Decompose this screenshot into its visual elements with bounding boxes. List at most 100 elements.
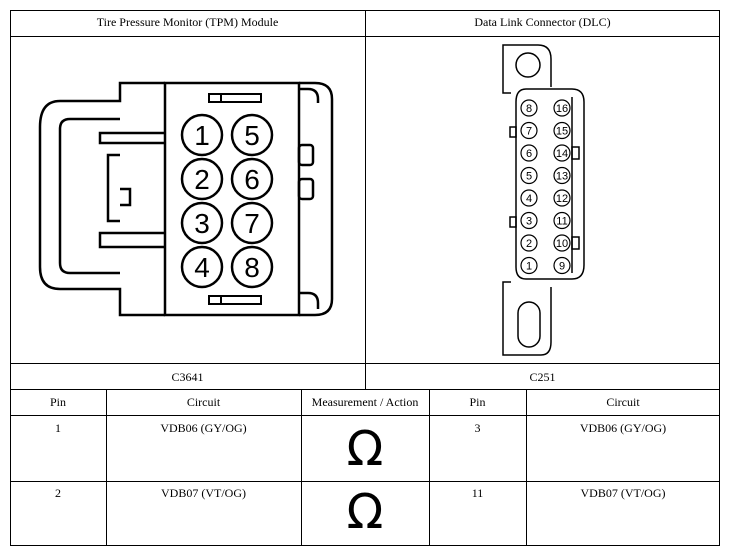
connector-pin: 14 — [553, 144, 571, 162]
pin-number: 8 — [526, 103, 532, 115]
dlc-connector-id: C251 — [529, 370, 556, 384]
pin-number: 8 — [244, 252, 260, 283]
divider — [526, 389, 527, 546]
pin-circle — [553, 99, 571, 117]
connector-pin: 15 — [553, 121, 571, 140]
pin-circle — [180, 201, 224, 245]
tpm-module-title: Tire Pressure Monitor (TPM) Module — [96, 15, 279, 29]
pin-circle — [230, 113, 274, 157]
pin-number: 16 — [556, 103, 568, 115]
pin-number: 2 — [526, 238, 532, 250]
pin-number: 14 — [556, 148, 568, 160]
pin-number: 6 — [526, 148, 532, 160]
table-row-2-circuit-b: VDB07 (VT/OG) — [580, 486, 666, 500]
table-row-2-pin-a: 2 — [55, 486, 61, 500]
connector-pin: 7 — [520, 121, 538, 140]
connector-pin: 4 — [520, 189, 538, 207]
connector-pin: 12 — [553, 189, 571, 207]
table-row-1-pin-a: 1 — [55, 421, 61, 435]
divider — [365, 10, 366, 390]
connector-pin: 10 — [553, 234, 571, 252]
table-row-1-pin-b: 3 — [474, 421, 481, 435]
table-row-2-pin-b: 11 — [471, 486, 484, 500]
connector-pin: 3 — [180, 201, 224, 245]
pin-number: 1 — [526, 260, 532, 272]
connector-pin: 5 — [520, 166, 538, 185]
pin-number: 6 — [244, 164, 260, 195]
pin-number: 15 — [556, 125, 568, 137]
pin-circle — [553, 144, 571, 162]
divider — [106, 389, 107, 546]
header-circuit-b: Circuit — [606, 395, 640, 409]
pin-circle — [553, 234, 571, 252]
connector-pin: 6 — [230, 157, 274, 201]
pin-circle — [520, 99, 538, 117]
ohm-symbol: Ω — [346, 484, 384, 540]
connector-pin: 13 — [553, 166, 571, 185]
pin-circle — [553, 211, 571, 230]
pin-number: 11 — [556, 215, 567, 227]
table-row-1-circuit-a: VDB06 (GY/OG) — [160, 421, 247, 435]
pin-number: 13 — [556, 170, 568, 182]
connector-pin: 8 — [520, 99, 538, 117]
header-pin-b: Pin — [469, 395, 486, 409]
pin-number: 4 — [526, 193, 532, 205]
pin-circle — [230, 245, 274, 289]
connector-pin: 1 — [180, 113, 224, 157]
connector-pin: 3 — [520, 211, 538, 230]
tpm-connector-id: C3641 — [171, 370, 204, 384]
table-row-1-circuit-b: VDB06 (GY/OG) — [579, 421, 667, 435]
connector-pin: 5 — [230, 113, 274, 157]
pin-circle — [230, 201, 274, 245]
dlc-connector-diagram: 8 16 7 15 6 14 5 13 4 12 3 11 2 10 1 9 — [502, 44, 585, 356]
pin-number: 5 — [526, 170, 532, 182]
ohm-symbol: Ω — [346, 421, 384, 477]
header-pin-a: Pin — [49, 395, 66, 409]
divider — [301, 389, 302, 546]
pin-number: 3 — [526, 215, 532, 227]
connector-pin: 6 — [520, 144, 538, 162]
pin-circle — [553, 189, 571, 207]
pin-circle — [520, 121, 538, 140]
pin-number: 12 — [556, 193, 568, 205]
pin-circle — [180, 157, 224, 201]
connector-pin: 8 — [230, 245, 274, 289]
header-measurement: Measurement / Action — [311, 395, 419, 409]
divider — [429, 389, 430, 546]
pin-number: 3 — [194, 208, 210, 239]
pin-number: 9 — [559, 260, 565, 272]
dlc-title: Data Link Connector (DLC) — [474, 15, 611, 29]
pin-number: 1 — [194, 120, 210, 151]
header-circuit-a: Circuit — [186, 395, 221, 409]
divider — [10, 415, 720, 416]
connector-pin: 7 — [230, 201, 274, 245]
table-row-2-circuit-a: VDB07 (VT/OG) — [161, 486, 246, 500]
pin-circle — [230, 157, 274, 201]
connector-pin: 9 — [553, 256, 571, 275]
pin-number: 7 — [526, 125, 532, 137]
pin-number: 5 — [244, 120, 260, 151]
pin-circle — [553, 256, 571, 275]
pin-number: 2 — [194, 164, 210, 195]
pin-number: 4 — [194, 252, 210, 283]
pin-circle — [553, 166, 571, 185]
connector-pin: 4 — [180, 245, 224, 289]
pin-circle — [180, 113, 224, 157]
pin-circle — [180, 245, 224, 289]
connector-pin: 16 — [553, 99, 571, 117]
tpm-connector-diagram: 1 5 2 6 3 7 4 8 — [38, 81, 334, 317]
pin-number: 7 — [244, 208, 260, 239]
divider — [10, 481, 720, 482]
pin-circle — [520, 234, 538, 252]
pin-circle — [520, 144, 538, 162]
pin-circle — [520, 211, 538, 230]
connector-pin: 1 — [520, 256, 538, 275]
pin-circle — [553, 121, 571, 140]
pin-circle — [520, 256, 538, 275]
pin-number: 10 — [556, 238, 568, 250]
connector-pin: 11 — [553, 211, 571, 230]
pin-circle — [520, 166, 538, 185]
pin-circle — [520, 189, 538, 207]
connector-pin: 2 — [520, 234, 538, 252]
connector-pin: 2 — [180, 157, 224, 201]
